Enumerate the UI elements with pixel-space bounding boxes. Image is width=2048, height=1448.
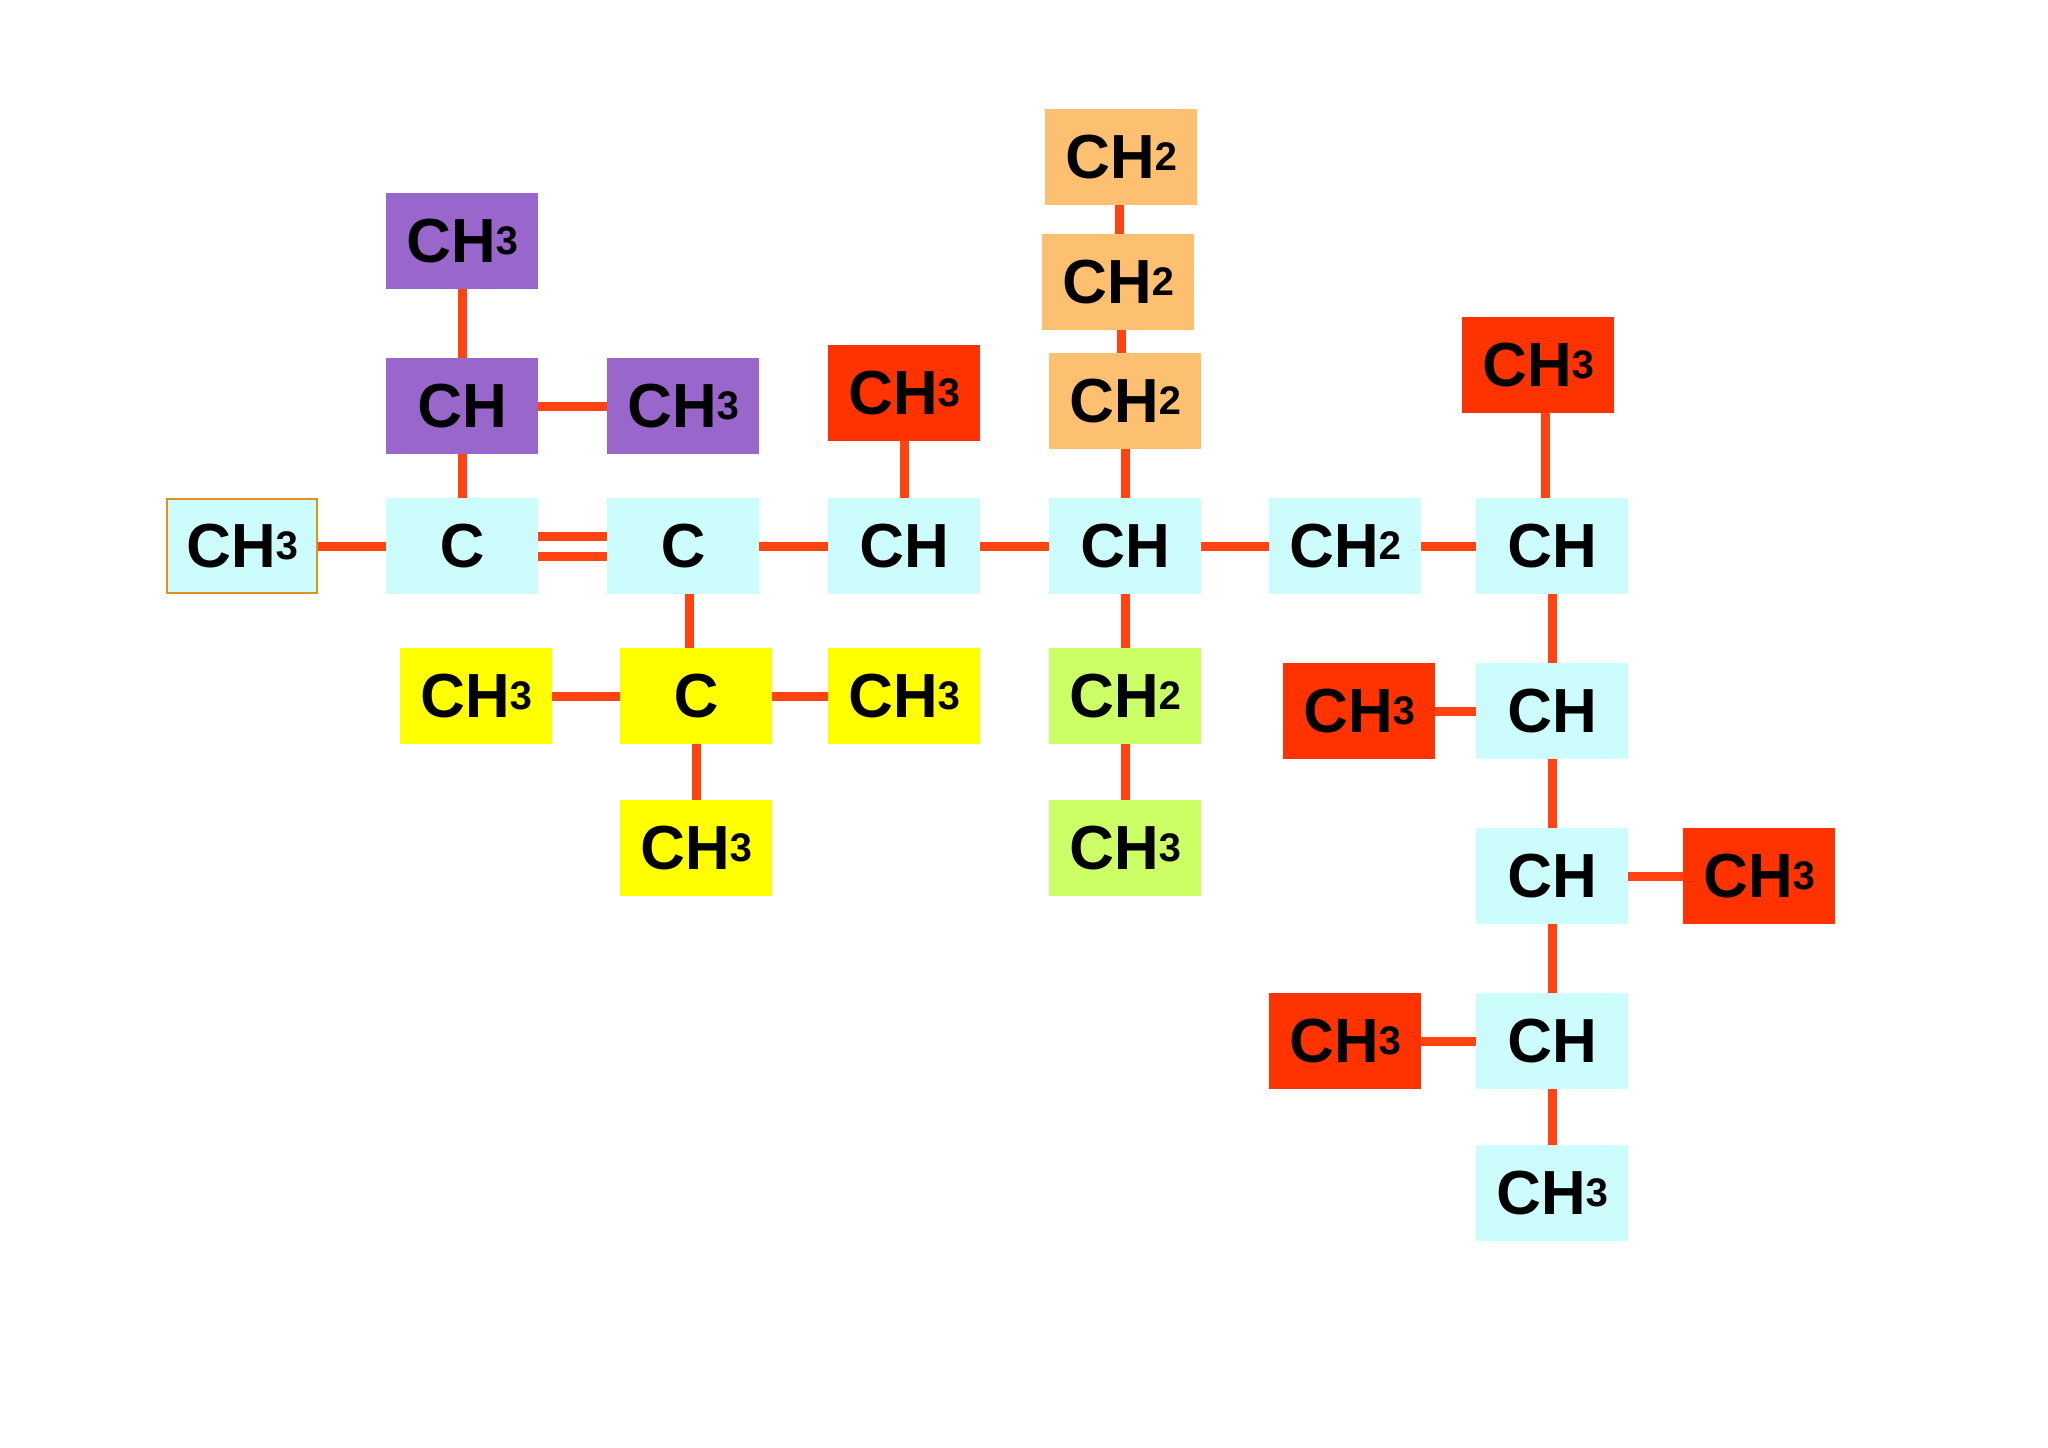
single-bond — [1421, 541, 1476, 551]
single-bond — [1120, 594, 1130, 648]
single-bond — [685, 594, 694, 648]
single-bond — [691, 744, 701, 800]
single-bond — [1120, 744, 1130, 800]
single-bond — [457, 289, 467, 358]
single-bond — [1540, 413, 1550, 498]
atom-symbol: CH — [640, 813, 730, 883]
atom-symbol: CH — [1069, 813, 1159, 883]
atom-symbol: CH — [1062, 247, 1152, 317]
atom-symbol: CH — [627, 371, 717, 441]
atom-symbol: CH — [1069, 366, 1159, 436]
atom-symbol: CH — [186, 511, 276, 581]
atom-symbol: CH — [1069, 661, 1159, 731]
single-bond — [980, 541, 1049, 551]
atom-symbol: CH — [1496, 1158, 1586, 1228]
single-bond — [457, 454, 467, 498]
atom-symbol: CH — [1703, 841, 1793, 911]
atom-symbol: CH — [420, 661, 510, 731]
single-bond — [1117, 330, 1126, 353]
single-bond — [1547, 594, 1557, 663]
atom-symbol: CH — [1507, 511, 1597, 581]
single-bond — [1115, 205, 1124, 234]
atom-symbol: CH — [1507, 1006, 1597, 1076]
double-bond — [538, 532, 607, 541]
group-isopropyl-ch: CH — [386, 358, 538, 454]
atom-symbol: CH — [1482, 330, 1572, 400]
atom-symbol: CH — [848, 358, 938, 428]
single-bond — [552, 691, 620, 701]
group-tert-butyl-c: C — [620, 648, 772, 744]
single-bond — [1547, 924, 1557, 993]
atom-symbol: CH — [848, 661, 938, 731]
group-main-chain-ch: CH — [1476, 498, 1628, 594]
single-bond — [1628, 871, 1683, 881]
group-main-chain-ch: CH — [828, 498, 980, 594]
atom-symbol: CH — [859, 511, 949, 581]
group-main-chain-c: C — [386, 498, 538, 594]
group-main-chain-c: C — [607, 498, 759, 594]
single-bond — [899, 441, 909, 498]
group-main-chain-ch: CH — [1476, 828, 1628, 924]
atom-symbol: CH — [1507, 676, 1597, 746]
group-main-chain-ch: CH — [1476, 993, 1628, 1089]
single-bond — [1201, 541, 1269, 551]
single-bond — [318, 541, 386, 551]
single-bond — [1435, 706, 1476, 716]
double-bond — [538, 552, 607, 561]
atom-symbol: CH — [1507, 841, 1597, 911]
atom-symbol: CH — [1080, 511, 1170, 581]
single-bond — [1547, 1089, 1557, 1145]
atom-symbol: CH — [1289, 1006, 1379, 1076]
atom-symbol: CH — [417, 371, 507, 441]
atom-symbol: C — [660, 511, 706, 581]
atom-symbol: C — [673, 661, 719, 731]
atom-symbol: C — [439, 511, 485, 581]
single-bond — [759, 541, 828, 551]
single-bond — [538, 401, 607, 411]
atom-symbol: CH — [1289, 511, 1379, 581]
single-bond — [772, 691, 828, 701]
atom-symbol: CH — [406, 206, 496, 276]
single-bond — [1547, 759, 1557, 828]
group-main-chain-ch: CH — [1476, 663, 1628, 759]
single-bond — [1120, 449, 1130, 498]
group-main-chain-ch: CH — [1049, 498, 1201, 594]
atom-symbol: CH — [1303, 676, 1393, 746]
atom-symbol: CH — [1065, 122, 1155, 192]
single-bond — [1421, 1036, 1476, 1046]
